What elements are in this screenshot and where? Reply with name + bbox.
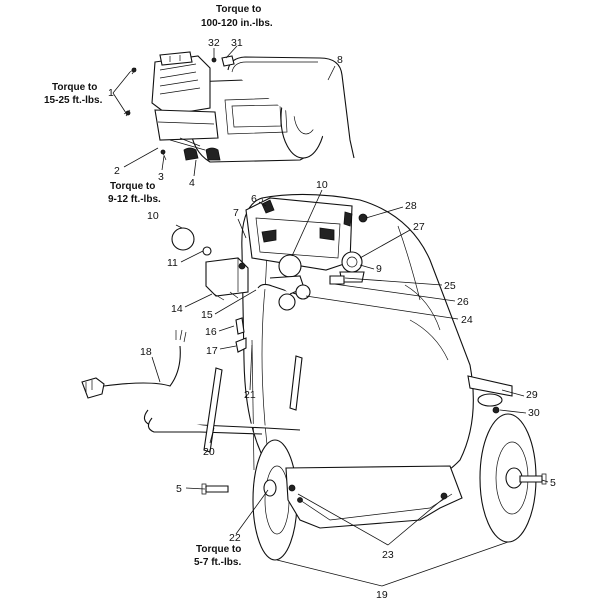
callout-27: 27: [413, 221, 425, 233]
callout-28: 28: [405, 200, 417, 212]
callout-6: 6: [251, 193, 257, 205]
callout-25: 25: [444, 280, 456, 292]
callout-31: 31: [231, 37, 243, 49]
control-panel: [245, 197, 353, 271]
torque-note-5-7-line2: 5-7 ft.-lbs.: [194, 557, 241, 568]
callout-8: 8: [337, 54, 343, 66]
outlet-tubes: [257, 275, 311, 300]
callout-7: 7: [233, 207, 239, 219]
torque-note-100-120-line1: Torque to: [216, 4, 261, 15]
callout-9: 9: [376, 263, 382, 275]
callout-16: 16: [205, 326, 217, 338]
torque-note-15-25-line1: Torque to: [52, 82, 97, 93]
callout-30: 30: [528, 407, 540, 419]
torque-note-9-12-line1: Torque to: [110, 181, 155, 192]
callout-10-tank: 10: [316, 179, 328, 191]
callout-14: 14: [171, 303, 183, 315]
regulator-assembly: [329, 213, 368, 285]
drain-fittings: [235, 317, 255, 471]
callout-18: 18: [140, 346, 152, 358]
callout-2: 2: [114, 165, 120, 177]
callout-32: 32: [208, 37, 220, 49]
callout-17: 17: [206, 345, 218, 357]
callout-5-left: 5: [176, 483, 182, 495]
callout-20: 20: [203, 446, 215, 458]
callout-11: 11: [167, 257, 178, 269]
axle-bolts: [201, 473, 547, 495]
rear-support: [467, 375, 513, 414]
callout-5-right: 5: [550, 477, 556, 489]
callout-23: 23: [382, 549, 394, 561]
callout-22: 22: [229, 532, 241, 544]
callout-labels: 1 2 3 4 5 5 6 7 8 9 10 10 11 14 15 16 17…: [108, 37, 556, 600]
callout-3: 3: [158, 171, 164, 183]
cart-handle: [143, 355, 303, 453]
pressure-gauge: [171, 227, 302, 278]
axle-brackets: [285, 465, 463, 529]
callout-4: 4: [189, 177, 195, 189]
callout-29: 29: [526, 389, 538, 401]
torque-note-5-7-line1: Torque to: [196, 544, 241, 555]
leader-lines: [112, 45, 549, 587]
callout-21: 21: [244, 389, 256, 401]
torque-notes: Torque to 100-120 in.-lbs. Torque to 15-…: [44, 4, 273, 568]
callout-19: 19: [376, 589, 388, 600]
callout-10-loose: 10: [147, 210, 159, 222]
callout-26: 26: [457, 296, 469, 308]
pressure-switch: [202, 246, 249, 301]
callout-24: 24: [461, 314, 473, 326]
torque-note-9-12-line2: 9-12 ft.-lbs.: [108, 194, 161, 205]
power-cord: [81, 329, 187, 399]
torque-note-100-120-line2: 100-120 in.-lbs.: [201, 18, 273, 29]
callout-15: 15: [201, 309, 213, 321]
pump-motor-assembly: [123, 51, 355, 163]
callout-1: 1: [108, 87, 114, 99]
torque-note-15-25-line2: 15-25 ft.-lbs.: [44, 95, 103, 106]
